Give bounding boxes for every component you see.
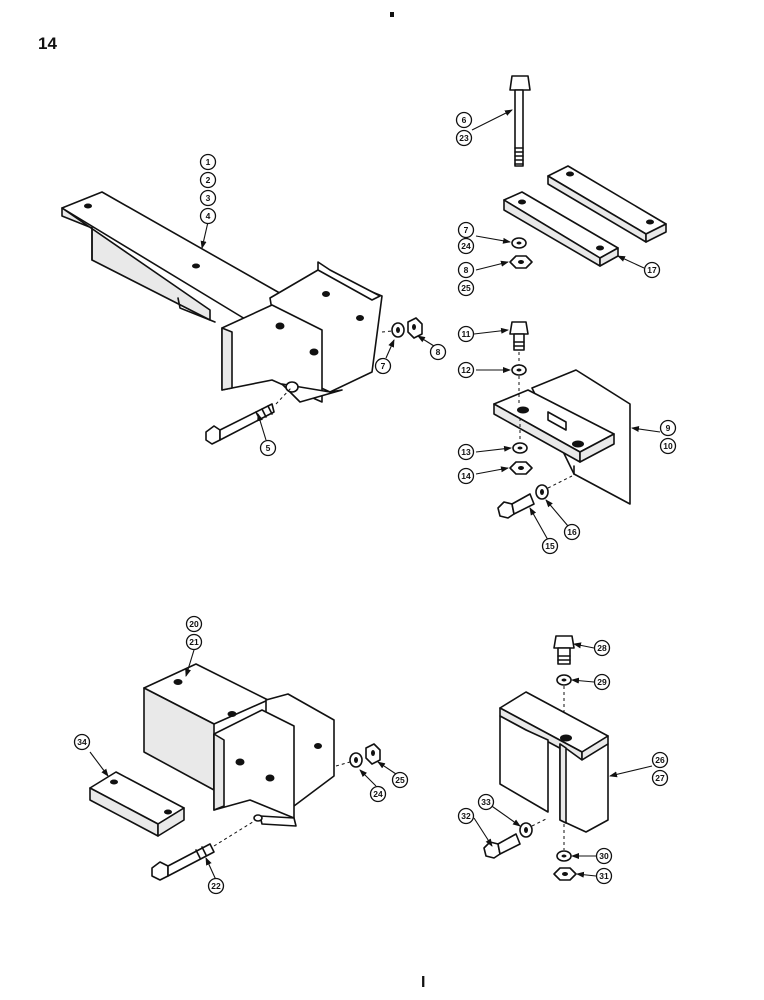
- svg-text:32: 32: [461, 811, 471, 821]
- callout-34: 34: [73, 733, 91, 751]
- svg-text:17: 17: [647, 265, 657, 275]
- svg-text:30: 30: [599, 851, 609, 861]
- callout-24-top: 24: [457, 237, 475, 255]
- svg-text:13: 13: [461, 447, 471, 457]
- bar-hole: [192, 263, 200, 269]
- footer-mark: I: [421, 974, 426, 991]
- bolt-28: [553, 635, 575, 665]
- callout-20: 20: [185, 615, 203, 633]
- svg-text:7: 7: [381, 361, 386, 371]
- callout-28: 28: [593, 639, 611, 657]
- callout-10: 10: [659, 437, 677, 455]
- callout-13: 13: [457, 443, 475, 461]
- support-front-plate: [213, 709, 295, 819]
- leader-lines: [89, 109, 661, 881]
- svg-text:25: 25: [395, 775, 405, 785]
- callout-25-bottom: 25: [391, 771, 409, 789]
- callout-24-bottom: 24: [369, 785, 387, 803]
- svg-text:27: 27: [655, 773, 665, 783]
- callout-5: 5: [259, 439, 277, 457]
- svg-text:20: 20: [189, 619, 199, 629]
- spacer-block-34: [89, 771, 185, 837]
- svg-text:26: 26: [655, 755, 665, 765]
- callout-31: 31: [595, 867, 613, 885]
- callout-23: 23: [455, 129, 473, 147]
- bolt-15: [497, 493, 535, 519]
- callout-33: 33: [477, 793, 495, 811]
- callout-8-top: 8: [457, 261, 475, 279]
- drawbar-support-assembly-20-21: [143, 663, 335, 827]
- svg-text:16: 16: [567, 527, 577, 537]
- callout-9: 9: [659, 419, 677, 437]
- top-registration-mark: [390, 12, 394, 17]
- svg-text:11: 11: [462, 329, 471, 339]
- callout-25-top: 25: [457, 279, 475, 297]
- svg-text:31: 31: [599, 871, 609, 881]
- svg-text:33: 33: [481, 797, 491, 807]
- hitch-bracket-26-27: [499, 691, 609, 833]
- mounting-bracket-9-10: [493, 369, 631, 505]
- callout-2: 2: [199, 171, 217, 189]
- callout-3: 3: [199, 189, 217, 207]
- svg-text:5: 5: [266, 443, 271, 453]
- svg-text:24: 24: [373, 789, 383, 799]
- svg-text:9: 9: [666, 423, 671, 433]
- callout-30: 30: [595, 847, 613, 865]
- callout-27: 27: [651, 769, 669, 787]
- svg-text:1: 1: [206, 157, 211, 167]
- svg-text:23: 23: [459, 133, 469, 143]
- drawbar-support-assembly: [61, 191, 423, 445]
- callout-14: 14: [457, 467, 475, 485]
- svg-text:4: 4: [206, 211, 211, 221]
- svg-text:8: 8: [436, 347, 441, 357]
- svg-text:8: 8: [464, 265, 469, 275]
- callout-26: 26: [651, 751, 669, 769]
- svg-text:7: 7: [464, 225, 469, 235]
- svg-text:28: 28: [597, 643, 607, 653]
- callout-4: 4: [199, 207, 217, 225]
- long-bolt-6: [509, 75, 531, 167]
- svg-text:25: 25: [461, 283, 471, 293]
- svg-text:22: 22: [211, 881, 221, 891]
- svg-text:34: 34: [77, 737, 87, 747]
- svg-text:29: 29: [597, 677, 607, 687]
- page-number: 14: [38, 34, 57, 53]
- svg-text:21: 21: [189, 637, 199, 647]
- spacer-plates-17: [503, 165, 667, 267]
- callout-7-top: 7: [457, 221, 475, 239]
- svg-text:2: 2: [206, 175, 211, 185]
- callout-15: 15: [541, 537, 559, 555]
- bolt-32: [483, 833, 521, 859]
- bar-hole: [84, 203, 92, 209]
- callout-7-left: 7: [374, 357, 392, 375]
- svg-text:6: 6: [462, 115, 467, 125]
- callout-17: 17: [643, 261, 661, 279]
- bracket-edge: [221, 327, 233, 391]
- callout-16: 16: [563, 523, 581, 541]
- callout-8-left: 8: [429, 343, 447, 361]
- callout-29: 29: [593, 673, 611, 691]
- svg-text:15: 15: [545, 541, 555, 551]
- callout-12: 12: [457, 361, 475, 379]
- svg-text:14: 14: [461, 471, 471, 481]
- svg-text:10: 10: [663, 441, 673, 451]
- svg-text:12: 12: [461, 365, 471, 375]
- callout-22: 22: [207, 877, 225, 895]
- bracket-left-wall: [499, 715, 549, 813]
- callout-32: 32: [457, 807, 475, 825]
- callout-6: 6: [455, 111, 473, 129]
- callout-11: 11: [457, 325, 475, 343]
- svg-text:3: 3: [206, 193, 211, 203]
- svg-text:24: 24: [461, 241, 471, 251]
- bracket-tab: [317, 261, 381, 301]
- bolt-22: [151, 843, 215, 881]
- bolt-11: [509, 321, 529, 351]
- callout-1: 1: [199, 153, 217, 171]
- bolt-5: [205, 403, 275, 445]
- callout-21: 21: [185, 633, 203, 651]
